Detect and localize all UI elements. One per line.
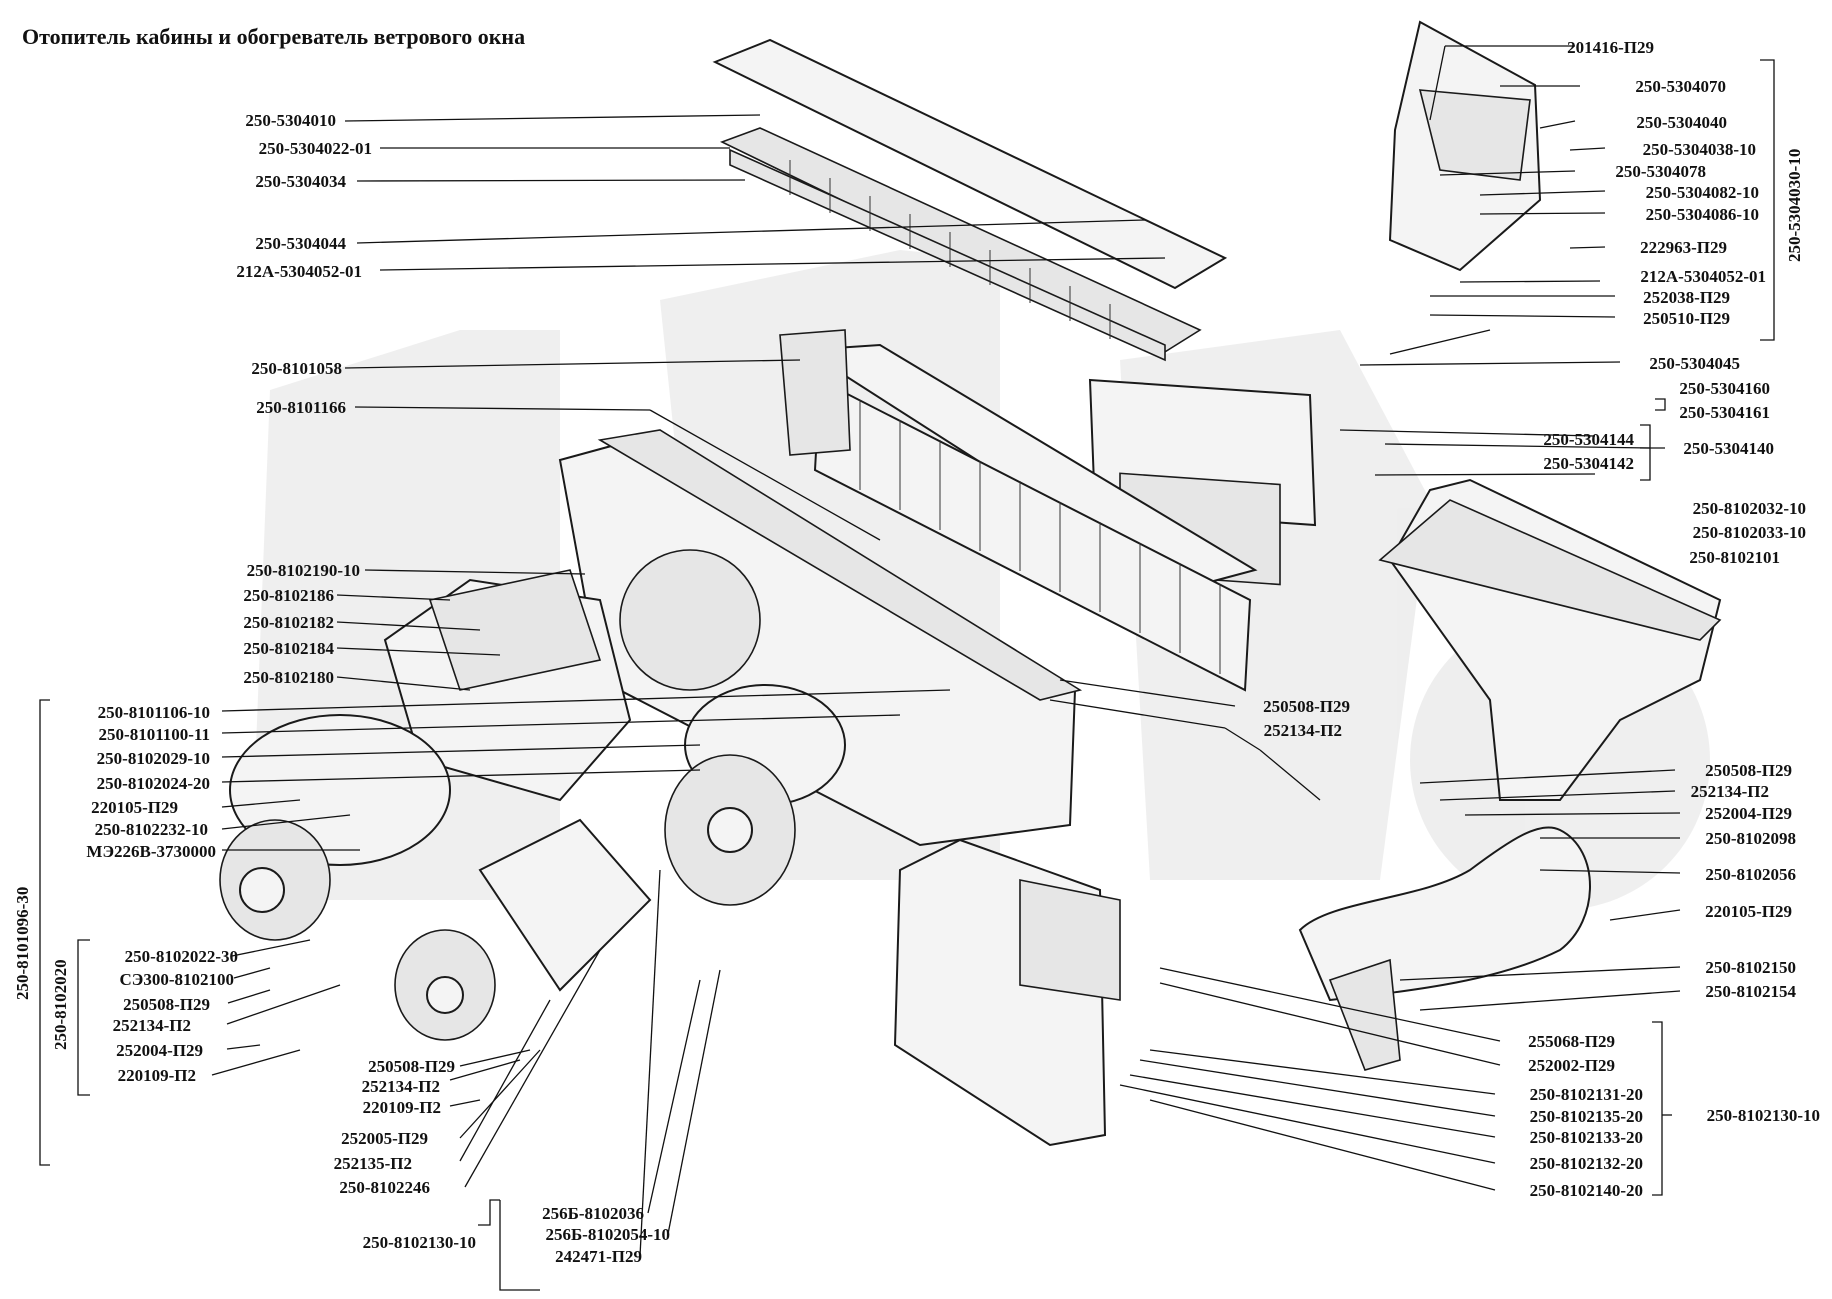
diagram-title: Отопитель кабины и обогреватель ветровог… [22,24,526,49]
label-8102180: 250-8102180 [243,668,334,687]
label-252004-right: 252004-П29 [1705,804,1792,823]
label-256B054: 256Б-8102054-10 [545,1225,670,1244]
label-8102154: 250-8102154 [1705,982,1796,1001]
label-8102130-bottom: 250-8102130-10 [363,1233,476,1252]
label-8102101: 250-8102101 [1689,548,1780,567]
label-5304142: 250-5304142 [1543,454,1634,473]
label-8102132: 250-8102132-20 [1530,1154,1643,1173]
label-5304045: 250-5304045 [1649,354,1740,373]
label-250508-left: 250508-П29 [123,995,210,1014]
outlet-duct-box [893,838,1121,1147]
label-8102246: 250-8102246 [339,1178,430,1197]
label-220105-left: 220105-П29 [91,798,178,817]
label-5304040: 250-5304040 [1636,113,1727,132]
label-252005: 252005-П29 [341,1129,428,1148]
label-250508-center: 250508-П29 [1263,697,1350,716]
blower-housing [383,569,632,802]
leader-lines [39,45,1775,1291]
label-252134-left: 252134-П2 [113,1016,191,1035]
label-250508-right: 250508-П29 [1705,761,1792,780]
label-8102150: 250-8102150 [1705,958,1796,977]
label-8102140: 250-8102140-20 [1530,1181,1643,1200]
label-5304144: 250-5304144 [1543,430,1634,449]
label-8102182: 250-8102182 [243,613,334,632]
fan-wheel [664,684,846,906]
part-labels: 201416-П29 250-5304070 250-5304040 250-5… [13,38,1820,1266]
label-242471: 242471-П29 [555,1247,642,1266]
label-8101058: 250-8101058 [251,359,342,378]
electric-motor-1 [219,714,451,941]
mounting-bracket [1388,20,1542,272]
label-5304070: 250-5304070 [1635,77,1726,96]
label-8102029: 250-8102029-10 [97,749,210,768]
label-5304034: 250-5304034 [255,172,346,191]
label-5304082: 250-5304082-10 [1646,183,1759,202]
label-5304160: 250-5304160 [1679,379,1770,398]
label-8102186: 250-8102186 [243,586,334,605]
label-5304086: 250-5304086-10 [1646,205,1759,224]
label-222963: 222963-П29 [1640,238,1727,257]
label-220109-left: 220109-П2 [118,1066,196,1085]
label-212A-right: 212А-5304052-01 [1640,267,1766,286]
label-8101096-30: 250-8101096-30 [13,887,32,1000]
label-8102022: 250-8102022-30 [125,947,238,966]
radiator-fins [859,400,1221,674]
label-8101100: 250-8101100-11 [99,725,210,744]
label-8102130-right: 250-8102130-10 [1707,1106,1820,1125]
label-250510: 250510-П29 [1643,309,1730,328]
label-212A-left: 212А-5304052-01 [236,262,362,281]
label-201416: 201416-П29 [1567,38,1654,57]
label-8102056: 250-8102056 [1705,865,1796,884]
label-252134-center: 252134-П2 [1264,721,1342,740]
label-ME226: МЭ226В-3730000 [86,842,216,861]
label-8102133: 250-8102133-20 [1530,1128,1643,1147]
label-220105-right: 220105-П29 [1705,902,1792,921]
defroster-nozzle [1378,478,1722,801]
label-5304078: 250-5304078 [1615,162,1706,181]
heater-housing [558,429,1083,847]
label-5304022: 250-5304022-01 [259,139,372,158]
label-5304044: 250-5304044 [255,234,346,253]
label-8102020: 250-8102020 [51,959,70,1050]
label-5304161: 250-5304161 [1679,403,1770,422]
label-252134-mid: 252134-П2 [362,1077,440,1096]
label-8102232: 250-8102232-10 [95,820,208,839]
label-220109-mid: 220109-П2 [363,1098,441,1117]
cover-grille-fins [789,160,1111,339]
electric-motor-2 [394,818,652,1041]
label-8102190: 250-8102190-10 [247,561,360,580]
label-SE300: СЭ300-8102100 [120,970,234,989]
label-5304030-10: 250-5304030-10 [1785,149,1804,262]
heater-radiator [779,329,1258,692]
label-8101166: 250-8101166 [256,398,346,417]
label-252135: 252135-П2 [334,1154,412,1173]
label-8102032: 250-8102032-10 [1693,499,1806,518]
label-8102184: 250-8102184 [243,639,334,658]
label-8102135: 250-8102135-20 [1530,1107,1643,1126]
air-intake-cover [712,38,1228,362]
label-8102131: 250-8102131-20 [1530,1085,1643,1104]
defroster-hose [1298,826,1591,1071]
label-8102098: 250-8102098 [1705,829,1796,848]
label-5304038: 250-5304038-10 [1643,140,1756,159]
label-8102033: 250-8102033-10 [1693,523,1806,542]
label-5304140: 250-5304140 [1683,439,1774,458]
label-256B036: 256Б-8102036 [542,1204,644,1223]
label-8102024: 250-8102024-20 [97,774,210,793]
label-252002: 252002-П29 [1528,1056,1615,1075]
label-250508-mid: 250508-П29 [368,1057,455,1076]
label-252134-right: 252134-П2 [1691,782,1769,801]
label-8101106: 250-8101106-10 [98,703,210,722]
label-252004-left: 252004-П29 [116,1041,203,1060]
label-5304010: 250-5304010 [245,111,336,130]
label-252038: 252038-П29 [1643,288,1730,307]
label-255068: 255068-П29 [1528,1032,1615,1051]
